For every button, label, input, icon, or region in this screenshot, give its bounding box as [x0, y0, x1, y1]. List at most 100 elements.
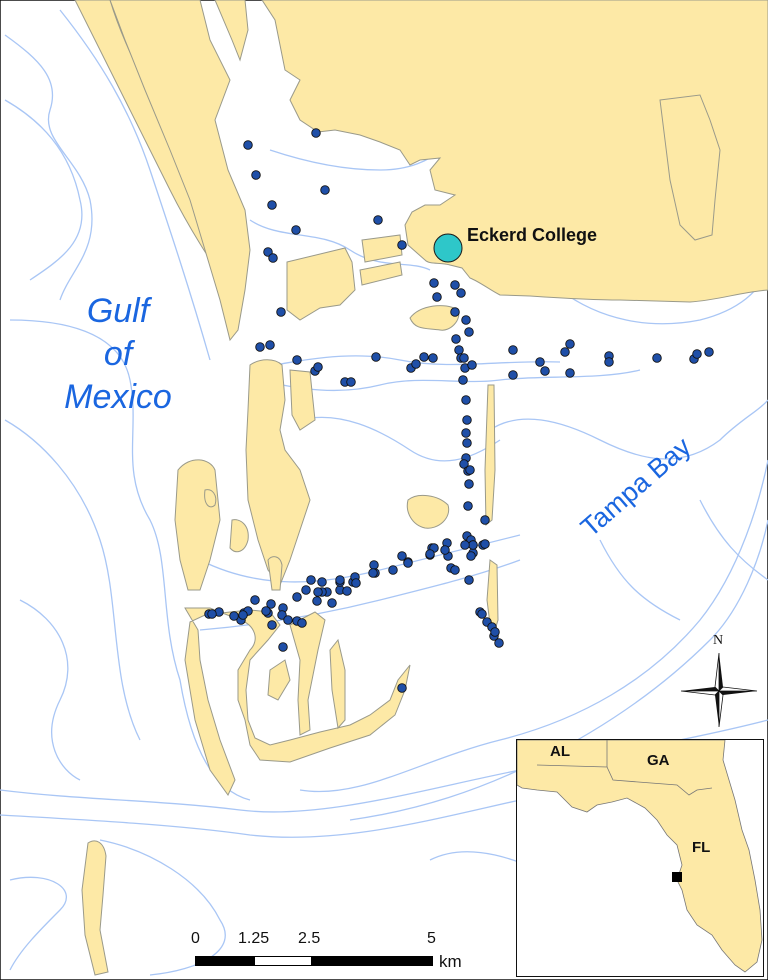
sample-point[interactable] [266, 599, 276, 609]
sample-point[interactable] [388, 565, 398, 575]
sample-point[interactable] [480, 539, 490, 549]
sample-point[interactable] [411, 359, 421, 369]
sample-point[interactable] [464, 479, 474, 489]
sample-point[interactable] [342, 586, 352, 596]
sample-point[interactable] [535, 357, 545, 367]
sample-point[interactable] [207, 609, 217, 619]
sample-point[interactable] [373, 215, 383, 225]
sample-point[interactable] [454, 345, 464, 355]
sample-point[interactable] [261, 606, 271, 616]
georgia-label: GA [647, 752, 670, 769]
sample-point[interactable] [335, 575, 345, 585]
sample-point[interactable] [419, 352, 429, 362]
sample-point[interactable] [458, 375, 468, 385]
sample-point[interactable] [368, 568, 378, 578]
sample-point[interactable] [464, 575, 474, 585]
sample-point[interactable] [464, 327, 474, 337]
sample-point[interactable] [397, 551, 407, 561]
sample-point[interactable] [267, 620, 277, 630]
sample-point[interactable] [477, 609, 487, 619]
sample-point[interactable] [267, 200, 277, 210]
sample-point[interactable] [311, 128, 321, 138]
sample-point[interactable] [251, 170, 261, 180]
sample-point[interactable] [451, 334, 461, 344]
sample-point[interactable] [480, 515, 490, 525]
sample-point[interactable] [466, 551, 476, 561]
sample-point[interactable] [327, 598, 337, 608]
sample-point[interactable] [461, 395, 471, 405]
sample-point[interactable] [297, 618, 307, 628]
sample-point[interactable] [276, 307, 286, 317]
sample-point[interactable] [508, 345, 518, 355]
sample-point[interactable] [291, 225, 301, 235]
scale-unit: km [439, 952, 462, 971]
sample-point[interactable] [463, 501, 473, 511]
sample-point[interactable] [313, 587, 323, 597]
sample-point[interactable] [369, 560, 379, 570]
sample-point[interactable] [465, 465, 475, 475]
sample-point[interactable] [692, 349, 702, 359]
sample-point[interactable] [283, 615, 293, 625]
sample-point[interactable] [403, 558, 413, 568]
sample-point[interactable] [292, 355, 302, 365]
sample-point[interactable] [462, 415, 472, 425]
sample-point[interactable] [560, 347, 570, 357]
sample-point[interactable] [490, 627, 500, 637]
sample-point[interactable] [461, 428, 471, 438]
sample-point[interactable] [229, 611, 239, 621]
gulf-of-mexico-label: Gulf of Mexico [58, 290, 178, 419]
sample-point[interactable] [292, 592, 302, 602]
sample-point[interactable] [268, 253, 278, 263]
sample-point[interactable] [263, 247, 273, 257]
sample-point[interactable] [450, 307, 460, 317]
sample-point[interactable] [429, 278, 439, 288]
sample-point[interactable] [459, 353, 469, 363]
sample-point[interactable] [456, 288, 466, 298]
sample-point[interactable] [461, 315, 471, 325]
sample-point[interactable] [462, 438, 472, 448]
sample-point[interactable] [450, 565, 460, 575]
sample-point[interactable] [604, 357, 614, 367]
sample-point[interactable] [397, 240, 407, 250]
sample-point[interactable] [277, 610, 287, 620]
sample-point[interactable] [243, 140, 253, 150]
sample-point[interactable] [371, 352, 381, 362]
sample-point[interactable] [565, 368, 575, 378]
site-marker[interactable] [433, 233, 463, 263]
sample-point[interactable] [278, 642, 288, 652]
inset-map: AL GA FL [516, 739, 764, 977]
sample-point[interactable] [317, 577, 327, 587]
sample-point[interactable] [250, 595, 260, 605]
florida-outline [517, 740, 763, 976]
sample-point[interactable] [320, 185, 330, 195]
sample-point[interactable] [460, 540, 470, 550]
sample-point[interactable] [440, 545, 450, 555]
alabama-label: AL [550, 743, 570, 760]
north-arrow-icon [680, 652, 758, 728]
sample-point[interactable] [467, 360, 477, 370]
sample-point[interactable] [255, 342, 265, 352]
sample-point[interactable] [494, 638, 504, 648]
gulf-label-line2: of [103, 335, 133, 373]
sample-point[interactable] [425, 549, 435, 559]
sample-point[interactable] [450, 280, 460, 290]
sample-point[interactable] [306, 575, 316, 585]
sample-point[interactable] [468, 540, 478, 550]
sample-point[interactable] [312, 596, 322, 606]
sample-point[interactable] [238, 610, 248, 620]
sample-point[interactable] [652, 353, 662, 363]
sample-point[interactable] [565, 339, 575, 349]
sample-point[interactable] [265, 340, 275, 350]
sample-point[interactable] [508, 370, 518, 380]
sample-point[interactable] [432, 292, 442, 302]
sample-point[interactable] [351, 578, 361, 588]
sample-point[interactable] [397, 683, 407, 693]
sample-point[interactable] [428, 353, 438, 363]
sample-point[interactable] [301, 585, 311, 595]
sample-point[interactable] [346, 377, 356, 387]
sample-point[interactable] [313, 362, 323, 372]
sample-point[interactable] [540, 366, 550, 376]
sample-point[interactable] [704, 347, 714, 357]
scale-segment-1 [195, 956, 254, 966]
sample-point[interactable] [459, 459, 469, 469]
